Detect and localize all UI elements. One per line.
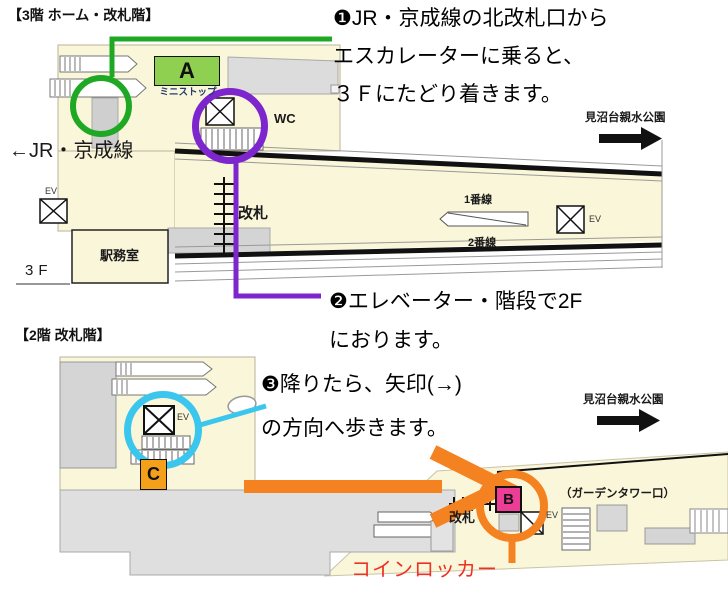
jr-keisei-label: ←JR・京成線 [9, 140, 134, 162]
park-label-2f: 見沼台親水公園 [583, 394, 664, 406]
ev-label-3f-left: EV [45, 186, 58, 196]
step3-annotation: ❸降りたら、矢印(→) の方向へ歩きます。 [261, 373, 462, 440]
cyan-highlight-circle [124, 391, 202, 469]
gate-label-3f: 改札 [238, 205, 269, 222]
ev-label-2f-right: EV [546, 510, 559, 520]
purple-connector-line [233, 163, 321, 299]
park-direction-arrow-icon-3f [599, 127, 662, 150]
floor2-map [59, 356, 728, 577]
ev-label-platform: EV [589, 214, 602, 224]
platform2-label: 2番線 [468, 237, 497, 249]
marker-c: C [140, 459, 167, 490]
escalator-icon-concourse [373, 511, 445, 538]
track-lines-south [174, 140, 663, 282]
floor3-map [16, 44, 663, 285]
orange-highlight-circle [476, 470, 548, 542]
ev-label-2f: EV [177, 412, 190, 422]
elevator-icon-platform [556, 205, 585, 234]
floor3-title: 【3階 ホーム・改札階】 [8, 7, 160, 23]
escalator-icon-2f [111, 361, 217, 396]
cyan-connector-line [199, 403, 267, 428]
ministop-label: ミニストップ [159, 87, 217, 98]
station-office-room [71, 229, 169, 284]
stairs-icon-far-right [689, 508, 728, 534]
platform1-label: 1番線 [464, 194, 493, 206]
coin-locker-label: コインロッカー [351, 559, 498, 581]
marker-b: B [495, 486, 522, 513]
elevator-icon-3f-left [39, 198, 68, 224]
floor3-floor-label: 3F [25, 262, 53, 279]
marker-a: A [154, 56, 220, 86]
wc-label: WC [274, 111, 296, 126]
floor2-title: 【2階 改札階】 [15, 327, 111, 343]
green-highlight-circle [70, 75, 132, 137]
park-direction-arrow-icon-2f [597, 409, 660, 432]
ticket-gate-icon-3f [214, 177, 234, 253]
step2-annotation: ❷エレベーター・階段で2F におります。 [329, 290, 583, 352]
step1-annotation: ❶JR・京成線の北改札口から エスカレーターに乗ると、 ３Ｆにたどり着きます。 [333, 7, 609, 106]
floor3-left-corridor [57, 150, 176, 232]
park-label-3f: 見沼台親水公園 [585, 112, 666, 124]
purple-highlight-circle [192, 88, 268, 164]
stairs-icon-2f-right [561, 507, 591, 551]
garden-tower-exit-label: （ガーデンタワー口） [560, 488, 675, 500]
escalator-icon-platform [439, 211, 529, 227]
station-office-label: 駅務室 [100, 248, 140, 263]
green-connector-line [109, 36, 332, 77]
gate-label-2f: 改札 [449, 510, 476, 525]
